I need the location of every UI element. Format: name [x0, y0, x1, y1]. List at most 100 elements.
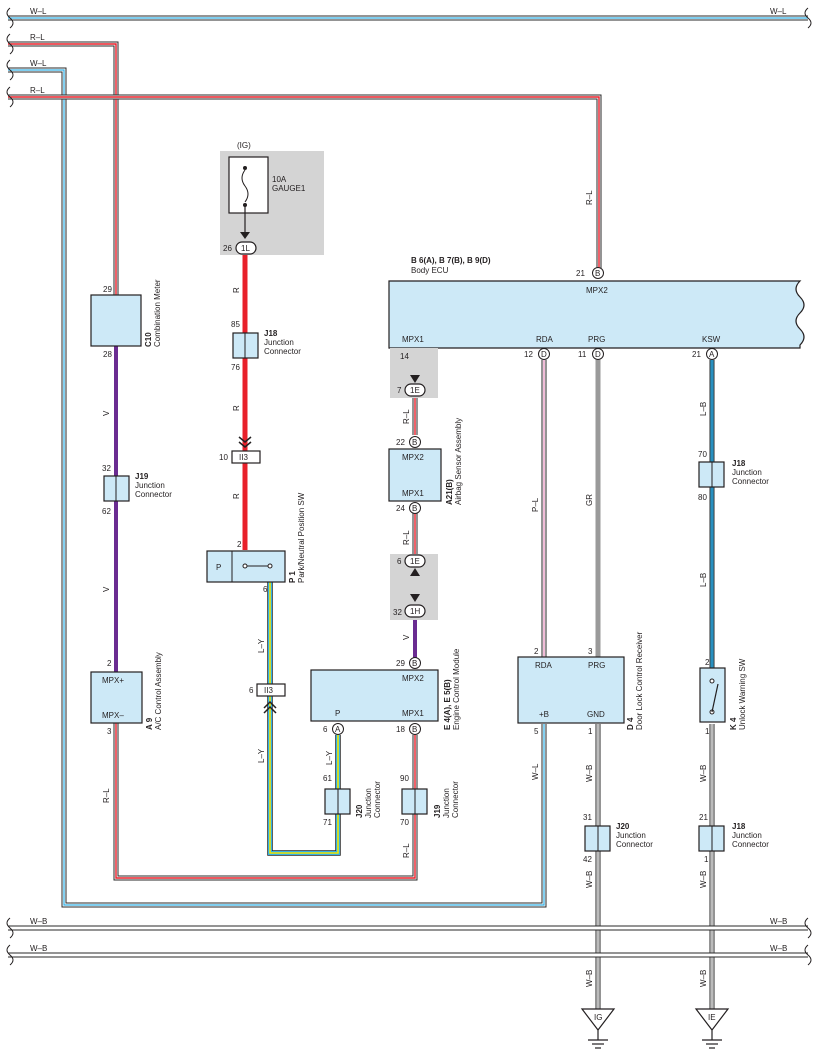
junction-code: J19	[433, 804, 442, 818]
terminal-label: MPX1	[402, 709, 424, 718]
airbag-sensor-assembly: 22 B MPX2 MPX1 24 B A21(B) Airbag Sensor…	[388, 418, 463, 514]
terminal-label: MPX–	[102, 711, 124, 720]
junction-code: J18	[732, 459, 746, 468]
pin-number: 90	[400, 774, 409, 783]
terminal-label: PRG	[588, 335, 605, 344]
connector-label: 1E	[410, 386, 420, 395]
fuse-conn: 1L	[241, 244, 250, 253]
pin-number: 42	[583, 855, 592, 864]
component-name: Combination Meter	[153, 279, 162, 347]
pin-conn: B	[412, 438, 417, 447]
wire-label: R–L	[402, 843, 411, 858]
pin-number: 18	[396, 725, 405, 734]
junction-label: Connector	[732, 477, 769, 486]
connector-label: 1E	[410, 557, 420, 566]
component-name: Engine Control Module	[452, 648, 461, 730]
pin-number: 61	[323, 774, 332, 783]
j18-right-junction: 70 80 J18 Junction Connector	[698, 450, 769, 502]
pin-number: 31	[583, 813, 592, 822]
bus-label: W–L	[30, 59, 47, 68]
junction-label: Junction	[364, 788, 373, 818]
ground-label: IG	[594, 1013, 602, 1022]
component-name: Airbag Sensor Assembly	[454, 418, 463, 505]
j19-upper-junction: 32 62 J19 Junction Connector	[102, 464, 172, 516]
connector-label: II3	[264, 686, 273, 695]
wire-label: W–B	[585, 970, 594, 987]
wire-wb-gnd	[595, 724, 715, 1010]
pin-number: 2	[237, 540, 242, 549]
wire-wl-to-door-lock	[8, 67, 547, 908]
component-code: A21(B)	[445, 479, 454, 505]
wire-label: R	[232, 493, 241, 499]
junction-label: Junction	[732, 831, 762, 840]
pin-number: 3	[107, 727, 112, 736]
combination-meter: 29 28 C10 Combination Meter	[90, 279, 162, 359]
pin-number: 21	[699, 813, 708, 822]
engine-control-module: MPX2 P MPX1 29 B 6 A 18 B E 4(A), E 5(B)…	[310, 648, 461, 735]
connector-label: II3	[239, 453, 248, 462]
wire-label: R–L	[102, 788, 111, 803]
wire-label: W–B	[699, 765, 708, 782]
pin-number: 12	[524, 350, 533, 359]
unlock-warning-switch: 2 1 K 4 Unlock Warning SW	[699, 658, 747, 736]
bus-label: W–L	[770, 7, 787, 16]
fuse-name: GAUGE1	[272, 184, 306, 193]
wire-label: R	[232, 287, 241, 293]
wires	[8, 15, 808, 1010]
pin-number: 62	[102, 507, 111, 516]
pin-number: 11	[578, 350, 587, 359]
fuse-rating: 10A	[272, 175, 287, 184]
bus-break-marks	[6, 7, 812, 966]
junction-label: Connector	[264, 347, 301, 356]
junction-code: J18	[264, 329, 278, 338]
wire-label: L–B	[699, 573, 708, 587]
pin-number: 70	[400, 818, 409, 827]
ac-control-assembly: 2 3 MPX+ MPX– A 9 A/C Control Assembly	[90, 652, 163, 736]
junction-label: Connector	[732, 840, 769, 849]
wire-label: W–B	[585, 871, 594, 888]
pin-number: 6	[323, 725, 328, 734]
j18-upper-junction: 85 76 J18 Junction Connector	[231, 320, 301, 372]
component-code: P 1	[288, 571, 297, 583]
wire-label: R–L	[402, 409, 411, 424]
terminal-label: +B	[539, 710, 549, 719]
fuse-supply-label: (IG)	[237, 141, 251, 150]
wire-label: R–L	[402, 530, 411, 545]
pin-number: 29	[396, 659, 405, 668]
pin-conn: B	[412, 659, 417, 668]
pin-number: 85	[231, 320, 240, 329]
pin-number: 80	[698, 493, 707, 502]
pin-number: 1	[588, 727, 593, 736]
wire-rl-to-body-ecu	[8, 94, 602, 268]
terminal-label: RDA	[535, 661, 553, 670]
wire-label: L–Y	[325, 750, 334, 765]
pin-number: 21	[692, 350, 701, 359]
j20-middle-junction: 61 71 J20 Junction Connector	[323, 774, 382, 827]
component-name: Door Lock Control Receiver	[635, 631, 644, 730]
ii3-upper-connector: II3 10	[219, 436, 261, 464]
junction-code: J18	[732, 822, 746, 831]
wire-label: R–L	[585, 190, 594, 205]
ground-ig: IG	[580, 1008, 616, 1049]
pin-number: 7	[397, 386, 402, 395]
pin-number: 6	[249, 686, 254, 695]
terminal-label: MPX1	[402, 335, 424, 344]
pin-conn: A	[709, 350, 715, 359]
terminal-label: MPX+	[102, 676, 124, 685]
pin-number: 2	[534, 647, 539, 656]
connector-oval	[235, 241, 257, 255]
pin-number: 10	[219, 453, 228, 462]
pin-number: 21	[576, 269, 585, 278]
pin-number: 3	[588, 647, 593, 656]
fuse-pin: 26	[223, 244, 232, 253]
component-name: Unlock Warning SW	[738, 658, 747, 730]
bus-label: W–B	[30, 944, 47, 953]
wire-label: V	[102, 586, 111, 592]
terminal-label: MPX2	[402, 674, 424, 683]
terminal-label: MPX2	[586, 286, 608, 295]
wire-label: L–B	[699, 402, 708, 416]
component-code: E 4(A), E 5(B)	[443, 679, 452, 730]
pin-number: 32	[393, 608, 402, 617]
pin-number: 6	[263, 585, 268, 594]
